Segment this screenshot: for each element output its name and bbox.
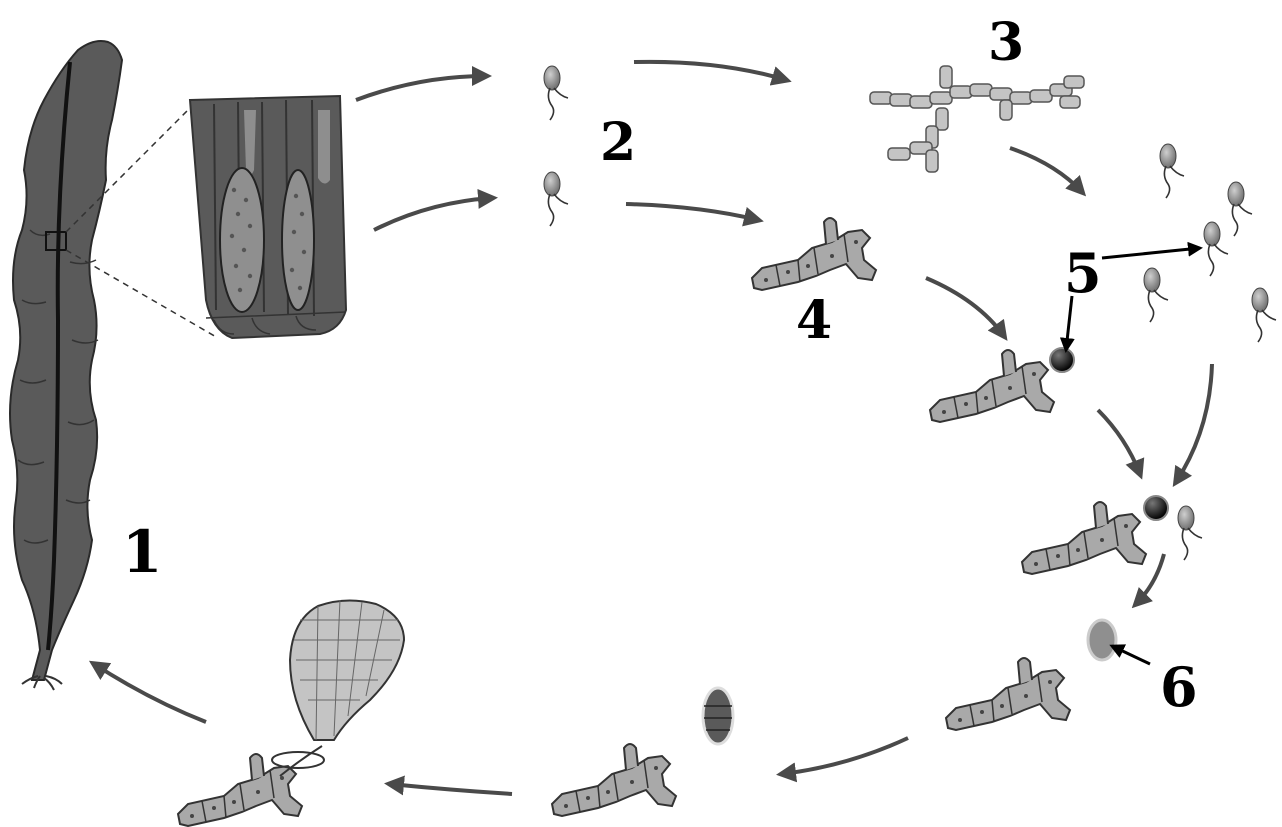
fertilization <box>1022 496 1202 574</box>
female-gametophyte <box>752 218 876 290</box>
sperm-cluster <box>1144 144 1276 342</box>
zoospore <box>544 66 568 120</box>
zoospore <box>544 172 568 226</box>
zygote-on-gametophyte <box>946 620 1116 730</box>
sorus-cross-section <box>190 96 346 338</box>
sporophyte-blade <box>10 41 122 690</box>
stage-label-1: 1 <box>122 518 162 586</box>
gametophyte-with-egg <box>930 348 1074 422</box>
stage-label-5: 5 <box>1064 241 1102 305</box>
stage-label-3: 3 <box>988 12 1024 73</box>
stage-label-2: 2 <box>600 112 636 173</box>
young-sporophyte <box>552 688 733 816</box>
stage-label-6: 6 <box>1160 655 1198 719</box>
juvenile-blade <box>178 600 404 826</box>
stage-label-4: 4 <box>796 290 832 351</box>
male-gametophyte <box>870 66 1084 172</box>
